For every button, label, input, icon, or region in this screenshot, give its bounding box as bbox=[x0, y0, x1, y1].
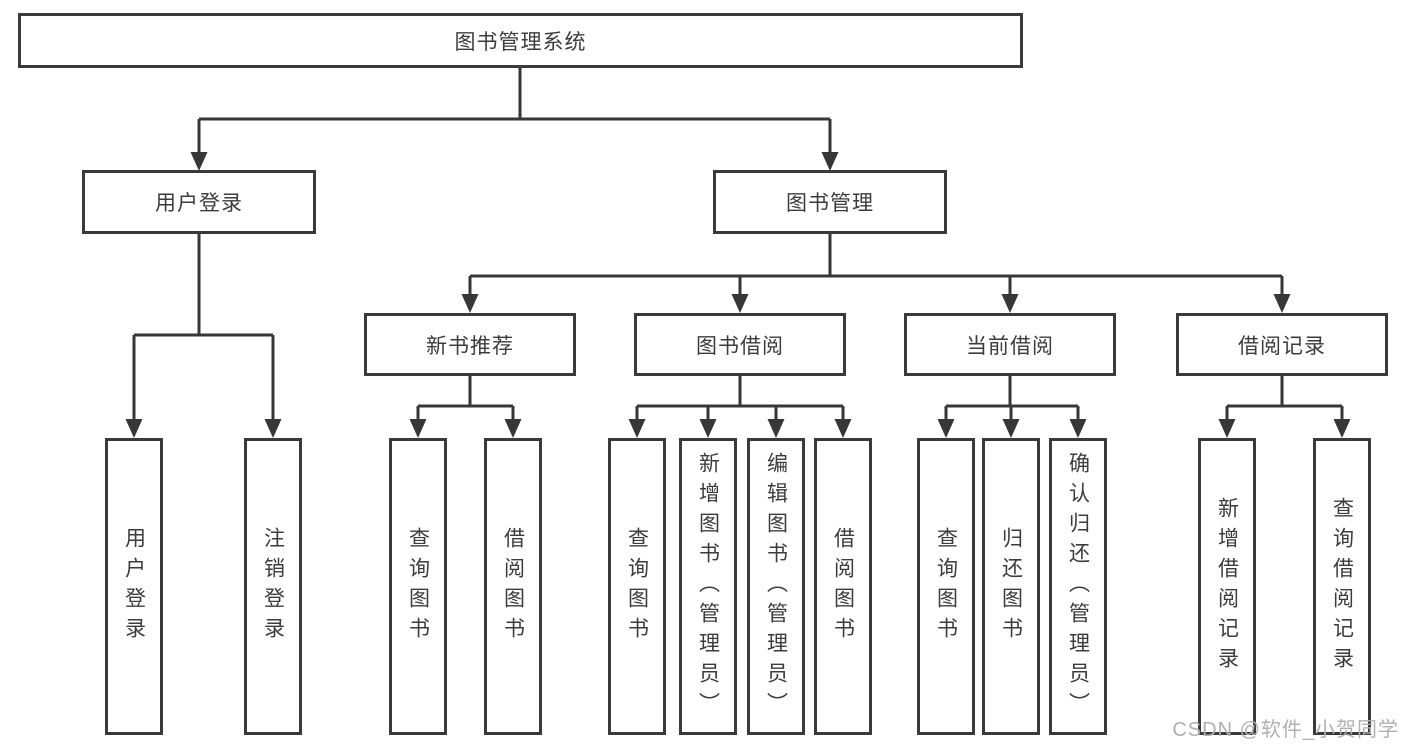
leaf-add-books-admin: 新增图书（管理员） bbox=[679, 438, 737, 735]
node-label: 当前借阅 bbox=[966, 334, 1054, 358]
leaf-query-books-recommend: 查询图书 bbox=[389, 438, 447, 735]
leaf-query-borrow-record: 查询借阅记录 bbox=[1313, 438, 1371, 735]
node-label: 图书借阅 bbox=[696, 334, 784, 358]
arrowhead bbox=[125, 419, 143, 438]
node-label: 确认归还（管理员） bbox=[1066, 451, 1090, 722]
node-label: 查询图书 bbox=[625, 526, 649, 647]
arrowhead bbox=[1218, 419, 1236, 438]
connector-current-borrow-children bbox=[944, 376, 1080, 420]
node-label: 查询图书 bbox=[934, 526, 958, 647]
arrowhead bbox=[461, 294, 479, 313]
leaf-borrow-books-recommend: 借阅图书 bbox=[484, 438, 542, 735]
arrowhead bbox=[264, 419, 282, 438]
arrowhead bbox=[190, 152, 208, 171]
leaf-logout: 注销登录 bbox=[244, 438, 302, 735]
node-label: 新增借阅记录 bbox=[1215, 496, 1239, 677]
node-label: 图书管理系统 bbox=[454, 30, 587, 54]
node-label: 查询图书 bbox=[406, 526, 430, 647]
connector-book-mgmt-children bbox=[468, 234, 1284, 295]
arrowhead bbox=[767, 419, 785, 438]
arrowhead bbox=[504, 419, 522, 438]
connector-root-to-level1 bbox=[197, 68, 832, 153]
arrowhead bbox=[628, 419, 646, 438]
arrowhead bbox=[731, 294, 749, 313]
node-book-borrowing: 图书借阅 bbox=[634, 313, 846, 376]
leaf-user-login: 用户登录 bbox=[105, 438, 163, 735]
node-user-login: 用户登录 bbox=[82, 170, 316, 234]
node-borrowing-records: 借阅记录 bbox=[1176, 313, 1388, 376]
node-label: 编辑图书（管理员） bbox=[764, 451, 788, 722]
leaf-query-books-borrow: 查询图书 bbox=[608, 438, 666, 735]
leaf-edit-books-admin: 编辑图书（管理员） bbox=[747, 438, 805, 735]
node-label: 借阅图书 bbox=[501, 526, 525, 647]
node-label: 注销登录 bbox=[261, 526, 285, 647]
connector-new-book-children bbox=[416, 376, 515, 420]
arrowhead bbox=[821, 152, 839, 171]
arrowhead bbox=[1069, 419, 1087, 438]
connector-borrow-record-children bbox=[1225, 376, 1344, 420]
node-label: 借阅图书 bbox=[831, 526, 855, 647]
node-current-borrowing: 当前借阅 bbox=[904, 313, 1116, 376]
leaf-query-books-current: 查询图书 bbox=[917, 438, 975, 735]
arrowhead bbox=[937, 419, 955, 438]
node-label: 归还图书 bbox=[999, 526, 1023, 647]
leaf-add-borrow-record: 新增借阅记录 bbox=[1198, 438, 1256, 735]
connector-user-login-children bbox=[132, 234, 275, 420]
arrowhead bbox=[409, 419, 427, 438]
node-new-book-recommendation: 新书推荐 bbox=[364, 313, 576, 376]
arrowhead bbox=[1001, 294, 1019, 313]
node-label: 新增图书（管理员） bbox=[696, 451, 720, 722]
node-book-management: 图书管理 bbox=[713, 170, 947, 234]
leaf-borrow-books: 借阅图书 bbox=[814, 438, 872, 735]
arrowhead bbox=[1002, 419, 1020, 438]
node-label: 查询借阅记录 bbox=[1330, 496, 1354, 677]
connector-book-borrow-children bbox=[635, 376, 845, 420]
node-library-management-system: 图书管理系统 bbox=[18, 13, 1023, 68]
csdn-watermark: CSDN @软件_小贺同学 bbox=[1172, 719, 1399, 741]
arrowhead bbox=[699, 419, 717, 438]
node-label: 借阅记录 bbox=[1238, 334, 1326, 358]
arrowhead bbox=[1273, 294, 1291, 313]
node-label: 用户登录 bbox=[155, 192, 243, 215]
node-label: 新书推荐 bbox=[426, 334, 514, 358]
node-label: 图书管理 bbox=[786, 192, 874, 215]
leaf-confirm-return-admin: 确认归还（管理员） bbox=[1049, 438, 1107, 735]
node-label: 用户登录 bbox=[122, 526, 146, 647]
arrowhead bbox=[1333, 419, 1351, 438]
arrowhead bbox=[834, 419, 852, 438]
leaf-return-books: 归还图书 bbox=[982, 438, 1040, 735]
